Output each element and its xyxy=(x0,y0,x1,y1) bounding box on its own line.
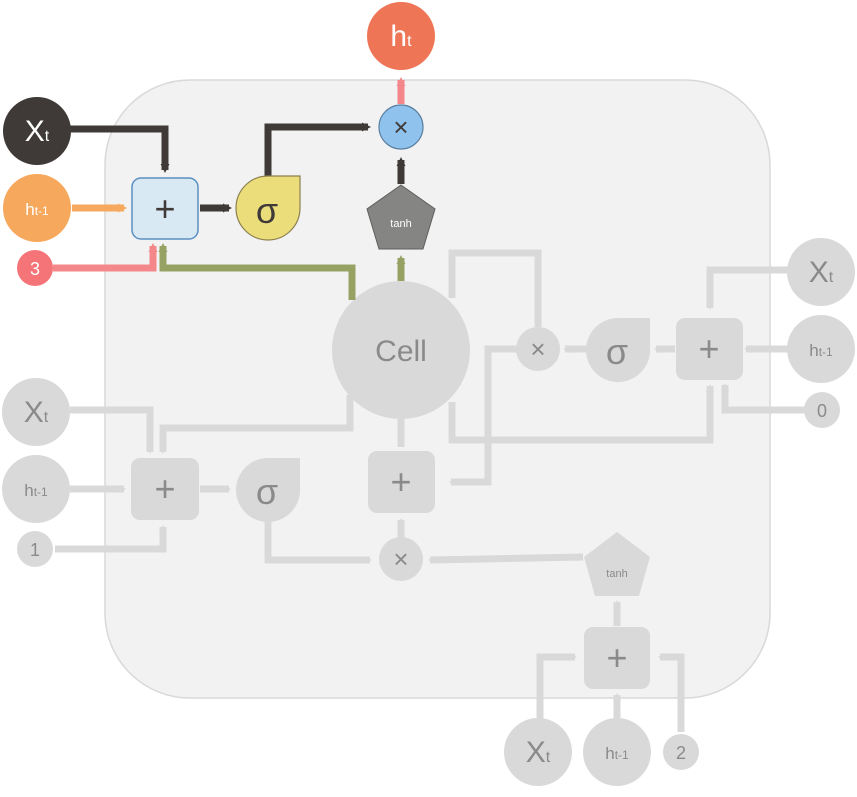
sigmoid-to-multiply-arrow xyxy=(264,122,371,178)
sigmoid-input-node xyxy=(586,318,651,382)
h-prev-output-node xyxy=(3,174,71,242)
multiply-output-node xyxy=(378,104,424,150)
sigmoid-forget-node xyxy=(236,458,301,522)
x-input-input-label: X xyxy=(809,256,829,289)
output-h-node xyxy=(367,2,435,70)
bias-candidate-node xyxy=(663,734,699,770)
bias-output-node xyxy=(17,250,53,286)
cell-state-node xyxy=(332,281,470,419)
sum-forget-node xyxy=(131,458,199,520)
sum-forget-symbol: + xyxy=(154,468,175,509)
h-prev-forget-subscript: t-1 xyxy=(34,485,48,499)
x-input-to-sum-arrow xyxy=(70,125,170,173)
h-prev-candidate-label: h xyxy=(605,744,614,763)
h-prev-input-subscript: t-1 xyxy=(819,345,833,359)
multiply-output-symbol: × xyxy=(393,112,408,142)
bias-forget-node xyxy=(17,531,53,567)
x-input-forget-node xyxy=(2,378,70,446)
svg-text:Xt: Xt xyxy=(24,396,49,429)
x-input-candidate-subscript: t xyxy=(546,749,551,766)
svg-text:ht-1: ht-1 xyxy=(24,481,48,500)
h-prev-forget-node xyxy=(2,455,70,523)
sum-output-node xyxy=(131,177,199,240)
svg-text:Xt: Xt xyxy=(809,256,834,289)
svg-text:ht: ht xyxy=(390,20,412,53)
sigmoid-output-symbol: σ xyxy=(256,190,278,231)
tanh-candidate-node xyxy=(584,532,650,596)
sigmoid-input-symbol: σ xyxy=(606,331,628,372)
sigmoid-output-node xyxy=(235,175,301,241)
h-prev-forget-label: h xyxy=(24,481,33,500)
active-connections xyxy=(53,77,406,300)
multiply-forget-symbol: × xyxy=(393,544,408,574)
multiply-input-symbol: × xyxy=(530,334,545,364)
sum-output-symbol: + xyxy=(154,188,175,229)
x-input-forget-subscript: t xyxy=(44,409,49,426)
x-input-input-subscript: t xyxy=(829,269,834,286)
bias-to-sum-arrow xyxy=(53,243,158,272)
output-h-label: h xyxy=(390,20,407,53)
sum-candidate-symbol: + xyxy=(606,637,627,678)
cell-to-sum-arrow xyxy=(158,243,356,300)
h-prev-input-label: h xyxy=(809,341,818,360)
multiply-input-node xyxy=(516,327,560,371)
sum-cell-symbol: + xyxy=(390,461,411,502)
tanh-output-label: tanh xyxy=(390,218,411,230)
h-prev-candidate-subscript: t-1 xyxy=(615,748,629,762)
cell-state-label: Cell xyxy=(375,335,427,368)
svg-text:Xt: Xt xyxy=(526,736,551,769)
h-prev-input-node xyxy=(787,315,855,383)
h-prev-candidate-node xyxy=(583,718,651,786)
sigmoid-forget-symbol: σ xyxy=(256,471,278,512)
sum-candidate-node xyxy=(584,627,650,689)
bias-input-node xyxy=(804,392,840,428)
svg-text:Xt: Xt xyxy=(25,115,50,148)
tanh-output-node xyxy=(366,184,436,250)
sum-cell-node xyxy=(368,451,435,513)
svg-text:ht-1: ht-1 xyxy=(25,200,49,219)
sum-input-symbol: + xyxy=(698,328,719,369)
x-input-input-node xyxy=(787,238,855,306)
tanh-candidate-label: tanh xyxy=(606,568,627,580)
bias-input-label: 0 xyxy=(817,401,827,421)
svg-text:ht-1: ht-1 xyxy=(605,744,629,763)
x-input-output-node xyxy=(3,97,71,165)
multiply-forget-node xyxy=(379,537,423,581)
x-input-output-label: X xyxy=(25,115,45,148)
x-input-candidate-node xyxy=(504,718,572,786)
x-input-forget-label: X xyxy=(24,396,44,429)
x-input-candidate-label: X xyxy=(526,736,546,769)
bias-forget-label: 1 xyxy=(30,540,40,560)
bias-output-label: 3 xyxy=(30,259,40,279)
output-h-subscript: t xyxy=(407,33,412,50)
x-input-output-subscript: t xyxy=(45,128,50,145)
bias-candidate-label: 2 xyxy=(676,743,686,763)
svg-text:ht-1: ht-1 xyxy=(809,341,833,360)
sum-input-node xyxy=(676,318,743,380)
h-prev-output-label: h xyxy=(25,200,34,219)
h-prev-output-subscript: t-1 xyxy=(35,204,49,218)
